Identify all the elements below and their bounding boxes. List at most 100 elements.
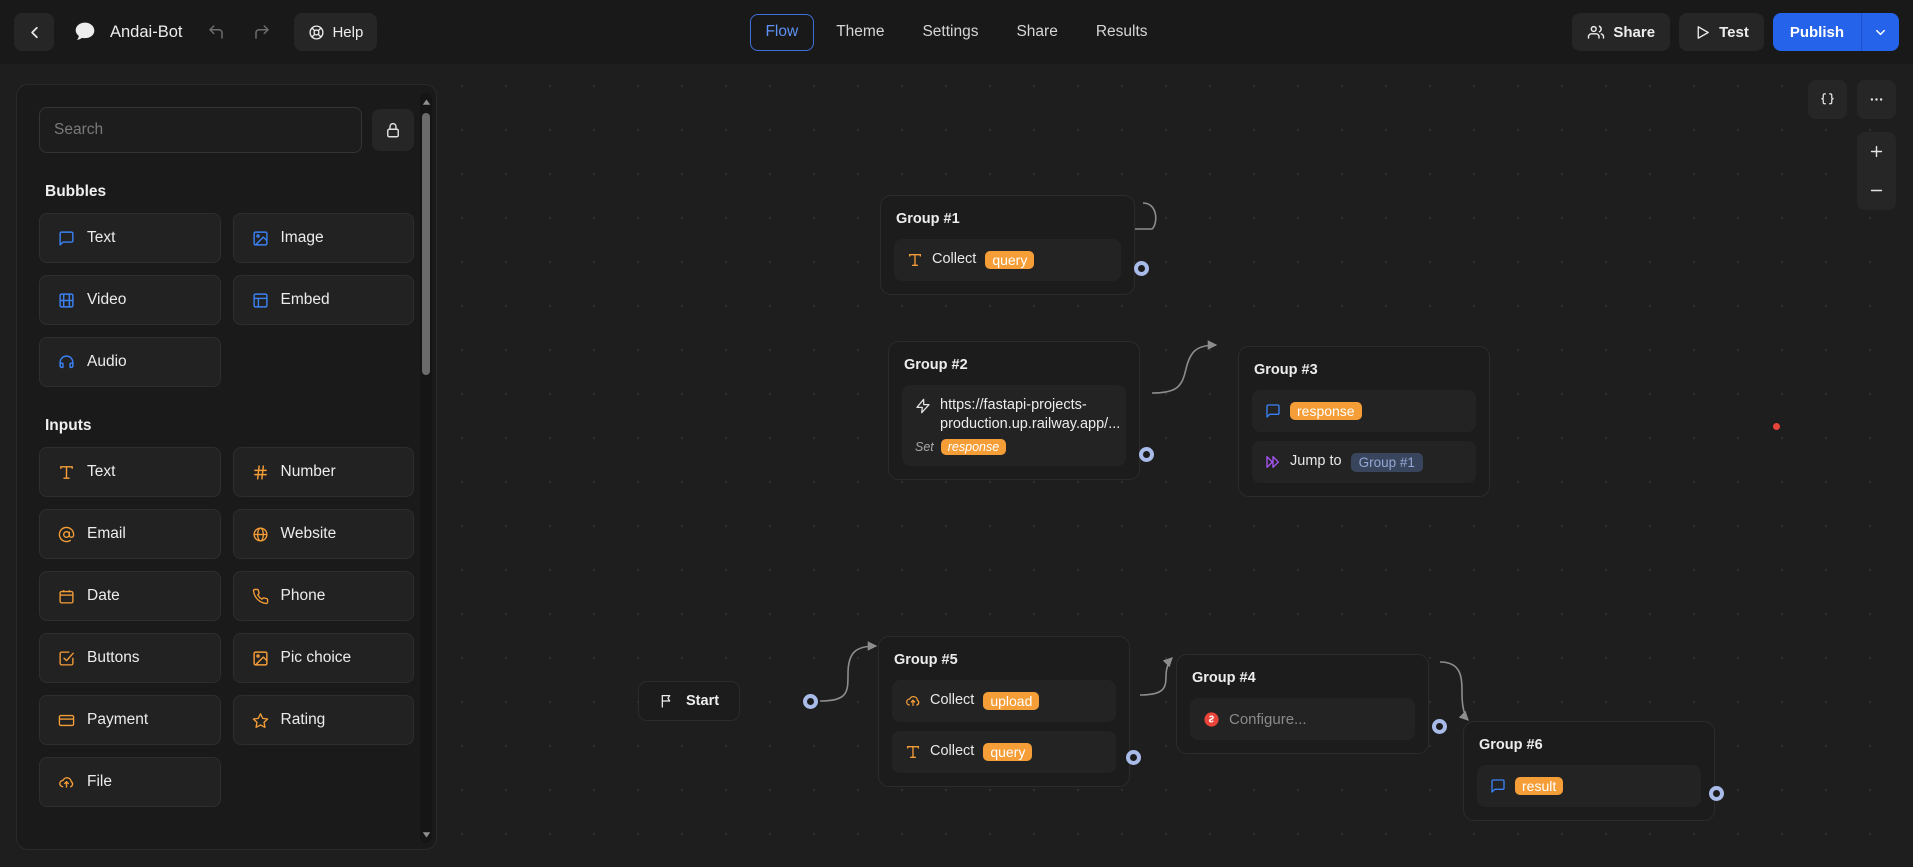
triangle-down-icon [422, 831, 430, 837]
test-button[interactable]: Test [1679, 13, 1764, 51]
sidebar-item-label: Date [87, 587, 120, 604]
sidebar-item-text-input[interactable]: Text [39, 447, 221, 497]
publish-button[interactable]: Publish [1772, 13, 1861, 51]
tab-theme[interactable]: Theme [836, 23, 885, 40]
block-url-row: https://fastapi-projects-production.up.r… [915, 396, 1120, 434]
group-title: Group #3 [1254, 362, 1318, 378]
sidebar-item-rating-input[interactable]: Rating [232, 695, 414, 745]
film-icon [59, 292, 74, 308]
minus-icon [1870, 189, 1883, 192]
sidebar-item-email-input[interactable]: Email [39, 509, 221, 559]
block-collect-upload[interactable]: Collect upload [892, 680, 1116, 722]
configure-placeholder: Configure... [1229, 710, 1307, 728]
flow-group-3[interactable]: Group #3 response Jump to Group #1 [1238, 346, 1490, 497]
sidebar-item-number-input[interactable]: Number [232, 447, 414, 497]
hash-icon [253, 464, 267, 480]
bubbles-grid: Text Image Video Embed Audio [39, 213, 414, 387]
block-text-bubble-result[interactable]: result [1477, 765, 1701, 807]
block-webhook-request[interactable]: https://fastapi-projects-production.up.r… [902, 385, 1126, 467]
port-group-1-out[interactable] [1134, 261, 1149, 276]
blocks-sidebar: Bubbles Text Image Video Embed [16, 84, 437, 850]
flow-group-4[interactable]: Group #4 Configure... [1176, 654, 1429, 754]
sidebar-item-label: Payment [87, 711, 149, 728]
port-group-5-out[interactable] [1126, 750, 1141, 765]
variables-button[interactable] [1808, 80, 1847, 119]
back-button[interactable] [14, 13, 54, 51]
zoom-in-button[interactable] [1857, 132, 1896, 171]
port-group-4-out[interactable] [1432, 719, 1447, 734]
variable-badge: upload [983, 692, 1040, 710]
ellipsis-icon [1870, 98, 1883, 101]
tab-flow[interactable]: Flow [749, 13, 815, 51]
share-label: Share [1613, 23, 1656, 41]
openai-icon [1203, 711, 1220, 728]
start-node[interactable]: Start [638, 681, 741, 721]
check-square-icon [59, 650, 75, 666]
more-options-button[interactable] [1857, 80, 1896, 119]
search-input[interactable] [39, 107, 362, 153]
flow-group-1[interactable]: Group #1 Collect query [880, 195, 1135, 295]
scroll-down-arrow-icon[interactable] [421, 829, 431, 839]
upload-cloud-icon [906, 695, 920, 706]
redo-button[interactable] [242, 13, 282, 51]
sidebar-scrollbar[interactable] [420, 93, 432, 843]
port-start-out[interactable] [803, 694, 818, 709]
share-button[interactable]: Share [1572, 13, 1671, 51]
headphones-icon [59, 354, 74, 368]
message-square-icon [1266, 404, 1280, 418]
variable-badge: query [983, 743, 1033, 761]
publish-dropdown-button[interactable] [1861, 13, 1899, 51]
sidebar-item-date-input[interactable]: Date [39, 571, 221, 621]
test-label: Test [1719, 23, 1749, 41]
tab-settings[interactable]: Settings [922, 23, 979, 40]
lock-sidebar-button[interactable] [372, 109, 414, 151]
play-icon [1697, 25, 1709, 39]
variable-badge: response [1290, 402, 1362, 420]
sidebar-item-text-bubble[interactable]: Text [39, 213, 221, 263]
sidebar-item-video-bubble[interactable]: Video [39, 275, 221, 325]
block-collect-query[interactable]: Collect query [892, 731, 1116, 773]
scrollbar-thumb[interactable] [422, 113, 430, 375]
section-title-inputs: Inputs [45, 417, 92, 434]
sidebar-item-image-bubble[interactable]: Image [232, 213, 414, 263]
jump-target-badge: Group #1 [1350, 452, 1423, 472]
flow-group-5[interactable]: Group #5 Collect upload Collect query [878, 636, 1130, 787]
block-openai-configure[interactable]: Configure... [1190, 698, 1415, 740]
sidebar-item-payment-input[interactable]: Payment [39, 695, 221, 745]
flow-group-6[interactable]: Group #6 result [1463, 721, 1715, 821]
tab-results[interactable]: Results [1095, 23, 1148, 40]
sidebar-item-label: Audio [87, 353, 127, 370]
block-set-row: Set response [915, 439, 1007, 456]
port-group-6-out[interactable] [1709, 786, 1724, 801]
openai-glyph [1204, 711, 1219, 727]
publish-button-group: Publish [1772, 13, 1899, 51]
calendar-icon [59, 589, 74, 604]
scroll-up-arrow-icon[interactable] [421, 97, 431, 107]
sidebar-item-label: Text [87, 463, 116, 480]
sidebar-item-phone-input[interactable]: Phone [232, 571, 414, 621]
sidebar-item-file-input[interactable]: File [39, 757, 221, 807]
chevron-left-icon [30, 26, 38, 38]
sidebar-item-buttons-input[interactable]: Buttons [39, 633, 221, 683]
main-tabs: Flow Theme Settings Share Results [749, 13, 1163, 51]
sidebar-item-audio-bubble[interactable]: Audio [39, 337, 221, 387]
sidebar-item-label: Text [87, 229, 116, 246]
undo-icon [209, 25, 224, 39]
sidebar-item-pic-choice-input[interactable]: Pic choice [232, 633, 414, 683]
block-jump-to[interactable]: Jump to Group #1 [1252, 441, 1476, 483]
flow-group-2[interactable]: Group #2 https://fastapi-projects-produc… [888, 341, 1140, 481]
sidebar-item-website-input[interactable]: Website [232, 509, 414, 559]
undo-button[interactable] [196, 13, 236, 51]
block-text-bubble-response[interactable]: response [1252, 390, 1476, 432]
users-icon [1588, 25, 1605, 39]
tab-share[interactable]: Share [1016, 23, 1058, 40]
sidebar-item-embed-bubble[interactable]: Embed [232, 275, 414, 325]
help-button[interactable]: Help [294, 13, 378, 51]
layout-icon [252, 292, 268, 308]
port-group-2-out[interactable] [1139, 447, 1154, 462]
sidebar-item-label: Video [87, 291, 127, 308]
inputs-grid: Text Number Email Website Date [39, 447, 414, 807]
zoom-out-button[interactable] [1857, 171, 1896, 210]
block-collect-query[interactable]: Collect query [894, 239, 1121, 281]
